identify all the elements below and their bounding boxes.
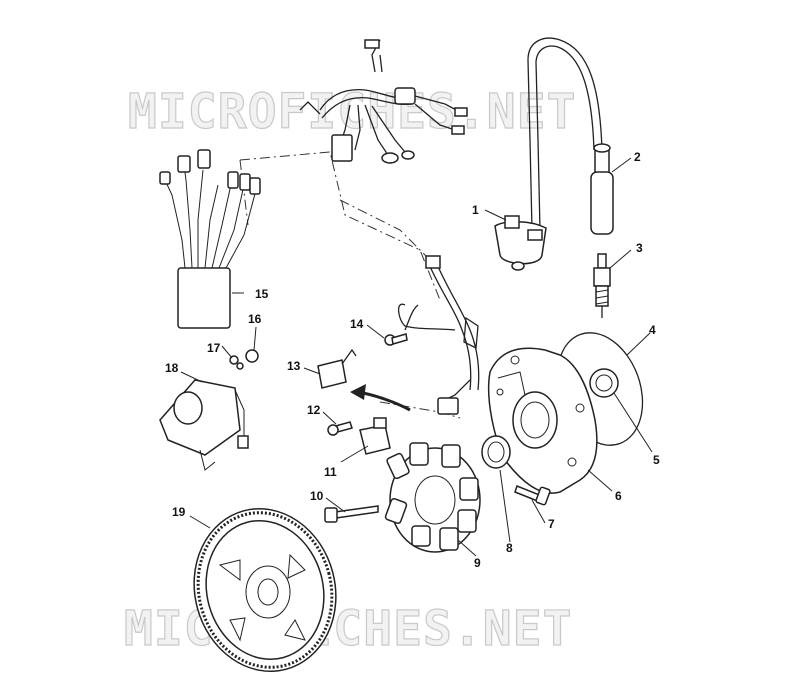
nut-and-washer xyxy=(229,349,259,370)
ignition-coil xyxy=(494,37,603,271)
wire-harness xyxy=(299,39,468,164)
cdi-box xyxy=(159,149,261,329)
spark-plug-cap xyxy=(590,143,614,235)
pulser-screw xyxy=(327,421,353,436)
callout-1: 1 xyxy=(472,203,479,217)
callout-14: 14 xyxy=(350,317,364,331)
callout-7: 7 xyxy=(548,517,555,531)
leader-lines xyxy=(180,157,653,557)
callout-18: 18 xyxy=(165,361,179,375)
spark-plug xyxy=(593,253,611,318)
callout-17: 17 xyxy=(207,341,221,355)
callout-10: 10 xyxy=(310,489,324,503)
callout-15: 15 xyxy=(255,287,269,301)
callout-labels: 1 2 3 4 5 6 7 8 9 10 11 12 13 14 15 16 1… xyxy=(165,150,660,570)
watermark-top: MICROFICHES.NET xyxy=(128,84,576,140)
callout-3: 3 xyxy=(636,241,643,255)
stator-lead xyxy=(397,255,480,415)
callout-13: 13 xyxy=(287,359,301,373)
callout-16: 16 xyxy=(248,312,262,326)
stator-bolt xyxy=(324,505,379,523)
callout-6: 6 xyxy=(615,489,622,503)
sensor xyxy=(317,348,357,389)
stator-plate xyxy=(487,347,598,494)
callout-12: 12 xyxy=(307,403,321,417)
callout-5: 5 xyxy=(653,453,660,467)
flywheel xyxy=(193,507,337,673)
callout-2: 2 xyxy=(634,150,641,164)
direction-arrow xyxy=(350,384,411,412)
oil-seal xyxy=(481,435,511,469)
callout-19: 19 xyxy=(172,505,186,519)
watermark-bottom: MICROFICHES.NET xyxy=(124,601,572,657)
callout-8: 8 xyxy=(506,541,513,555)
callout-9: 9 xyxy=(474,556,481,570)
callout-11: 11 xyxy=(324,465,337,479)
regulator xyxy=(159,379,249,471)
callout-4: 4 xyxy=(649,323,656,337)
ground-screw xyxy=(384,304,419,346)
stator-screw xyxy=(514,485,551,506)
crank-seal xyxy=(589,368,619,398)
routing-lines xyxy=(239,151,461,419)
stator xyxy=(384,442,481,553)
